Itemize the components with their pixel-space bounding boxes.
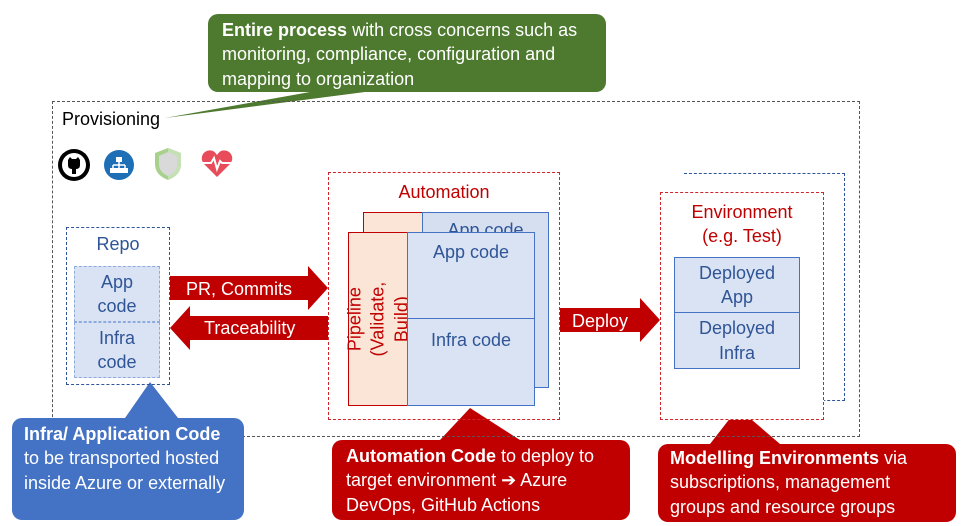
code-callout-tail [125,382,178,418]
deployed-infra: Deployed Infra [674,313,800,369]
top-callout-tail [165,92,365,118]
deployed-app: Deployed App [674,257,800,313]
environment-callout-text: via subscriptions, management groups and… [670,448,908,517]
environment-callout: Modelling Environments via subscriptions… [658,444,956,522]
automation-callout-text: to deploy to target environment ➔ Azure … [346,446,595,515]
pipeline-card: Pipeline (Validate, Build) [344,232,411,406]
automation-app-code: App code [432,242,510,262]
repo-infra-code: Infra code [74,322,160,378]
top-callout: Entire process with cross concerns such … [208,14,606,92]
repo-title: Repo [96,234,140,254]
automation-callout-bold: Automation Code [346,446,496,466]
automation-infra-code: Infra code [430,330,512,350]
code-callout: Infra/ Application Code to be transporte… [12,418,244,520]
automation-callout-tail [440,408,520,440]
pr-commits-arrow [170,266,328,310]
deploy-arrow [560,298,660,342]
provisioning-boundary [52,101,860,437]
traceability-label: Traceability [204,318,296,338]
code-callout-bold: Infra/ Application Code [24,424,221,444]
code-callout-text: to be transported hosted inside Azure or… [24,448,226,493]
pipeline-label: Pipeline (Validate, Build) [343,281,411,357]
azure-devops-icon [103,149,135,181]
top-callout-bold: Entire process [222,20,348,40]
provisioning-title: Provisioning [62,109,161,129]
deploy-label: Deploy [572,311,629,331]
traceability-arrow [170,306,328,350]
top-callout-text: with cross concerns such as monitoring, … [222,20,578,89]
environment-callout-tail [710,408,780,444]
github-icon [57,148,91,182]
repo-app-code: App code [74,266,160,322]
shield-icon [152,146,184,182]
environment-title: Environment (e.g. Test) [691,202,793,247]
repo-box [66,227,170,385]
environment-callout-bold: Modelling Environments [670,448,880,468]
pr-commits-label: PR, Commits [186,279,293,299]
automation-title: Automation [398,182,490,202]
automation-divider [407,318,535,319]
automation-box [328,172,560,420]
automation-callout: Automation Code to deploy to target envi… [332,440,630,520]
heart-monitor-icon [200,148,234,180]
automation-code-front [407,232,535,406]
